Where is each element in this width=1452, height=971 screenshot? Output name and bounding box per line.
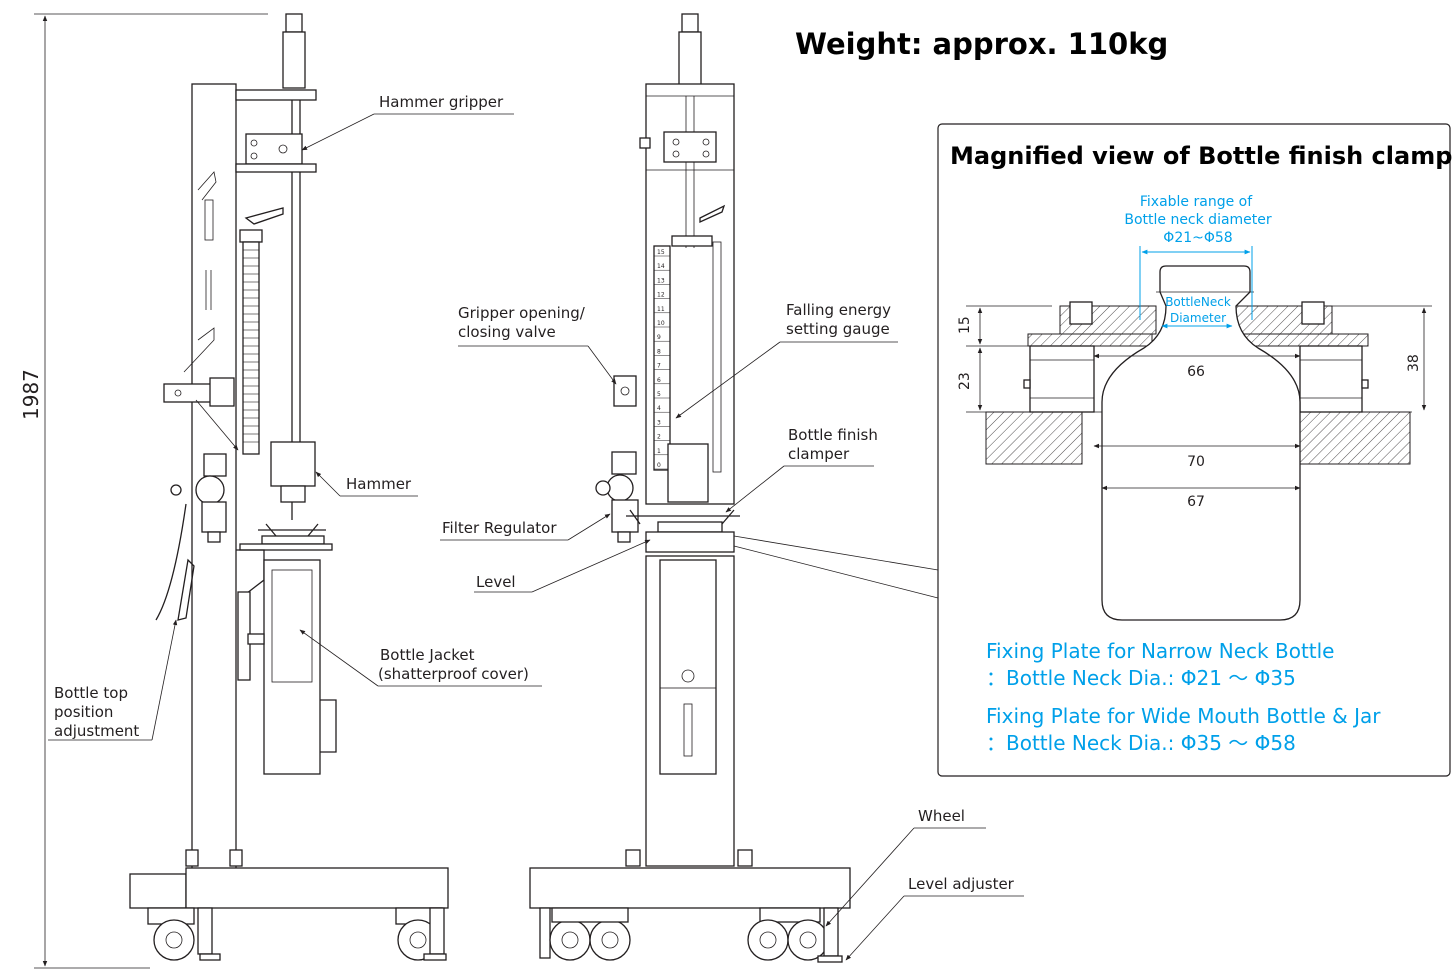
- label-clamper-1: Bottle finish: [788, 426, 878, 444]
- magnified-title: Magnified view of Bottle finish clamper: [950, 142, 1452, 170]
- weight-heading: Weight: approx. 110kg: [795, 27, 1168, 61]
- dim-66: 66: [1187, 364, 1205, 380]
- label-jacket-2: (shatterproof cover): [378, 665, 529, 683]
- label-jacket-1: Bottle Jacket: [380, 646, 475, 664]
- height-value: 1987: [19, 369, 43, 420]
- front-view-leaders: [440, 341, 1024, 961]
- label-filter-regulator: Filter Regulator: [442, 519, 557, 537]
- gauge-tick-label: 12: [657, 292, 665, 299]
- gauge-tick-label: 2: [657, 434, 661, 441]
- magnified-view-panel: Magnified view of Bottle finish clamper: [937, 123, 1452, 777]
- label-hammer: Hammer: [346, 475, 412, 493]
- label-bottle-top-3: adjustment: [54, 722, 139, 740]
- gauge-tick-label: 4: [657, 405, 661, 412]
- neck-text-1: BottleNeck: [1165, 295, 1231, 309]
- label-falling-energy-2: setting gauge: [786, 320, 890, 338]
- label-hammer-gripper: Hammer gripper: [379, 93, 504, 111]
- range-text-1: Fixable range of: [1140, 194, 1253, 210]
- gauge-tick-label: 5: [657, 391, 661, 398]
- range-text-3: Φ21~Φ58: [1163, 230, 1232, 246]
- label-wheel: Wheel: [918, 807, 965, 825]
- label-level: Level: [476, 573, 516, 591]
- gauge-tick-label: 14: [657, 263, 665, 270]
- narrow-note-1: Fixing Plate for Narrow Neck Bottle: [986, 639, 1335, 663]
- gauge-tick-label: 1: [657, 448, 661, 455]
- label-gripper-valve-1: Gripper opening/: [458, 304, 586, 322]
- gauge-tick-label: 10: [657, 320, 665, 327]
- dim-67: 67: [1187, 494, 1205, 510]
- gauge-tick-label: 7: [657, 363, 661, 370]
- gauge-tick-label: 9: [657, 334, 661, 341]
- range-text-2: Bottle neck diameter: [1124, 212, 1272, 228]
- narrow-note-2: ：Bottle Neck Dia.: Φ21 ～ Φ35: [986, 666, 1296, 690]
- label-clamper-2: clamper: [788, 445, 850, 463]
- gauge-tick-label: 8: [657, 348, 661, 355]
- front-view-lower: [529, 375, 851, 963]
- label-bottle-top-2: position: [54, 703, 113, 721]
- gauge-tick-label: 15: [657, 249, 665, 256]
- label-gripper-valve-2: closing valve: [458, 323, 556, 341]
- label-level-adjuster: Level adjuster: [908, 875, 1015, 893]
- dim-38: 38: [1406, 354, 1422, 372]
- gauge-tick-label: 6: [657, 377, 661, 384]
- front-view-machine: [639, 13, 735, 505]
- height-dimension: 1987: [19, 13, 268, 969]
- side-view-machine: [129, 13, 449, 961]
- gauge-tick-label: 13: [657, 277, 665, 284]
- wide-note-1: Fixing Plate for Wide Mouth Bottle & Jar: [986, 704, 1381, 728]
- gauge-tick-label: 3: [657, 419, 661, 426]
- gauge-tick-label: 0: [657, 462, 661, 469]
- dim-15: 15: [957, 316, 973, 334]
- label-bottle-top-1: Bottle top: [54, 684, 128, 702]
- dim-23: 23: [957, 372, 973, 390]
- side-view-leaders: [48, 113, 542, 741]
- wide-note-2: ：Bottle Neck Dia.: Φ35 ～ Φ58: [986, 731, 1296, 755]
- label-falling-energy-1: Falling energy: [786, 301, 891, 319]
- gauge-tick-label: 11: [657, 306, 665, 313]
- dim-70: 70: [1187, 454, 1205, 470]
- neck-text-2: Diameter: [1170, 311, 1226, 325]
